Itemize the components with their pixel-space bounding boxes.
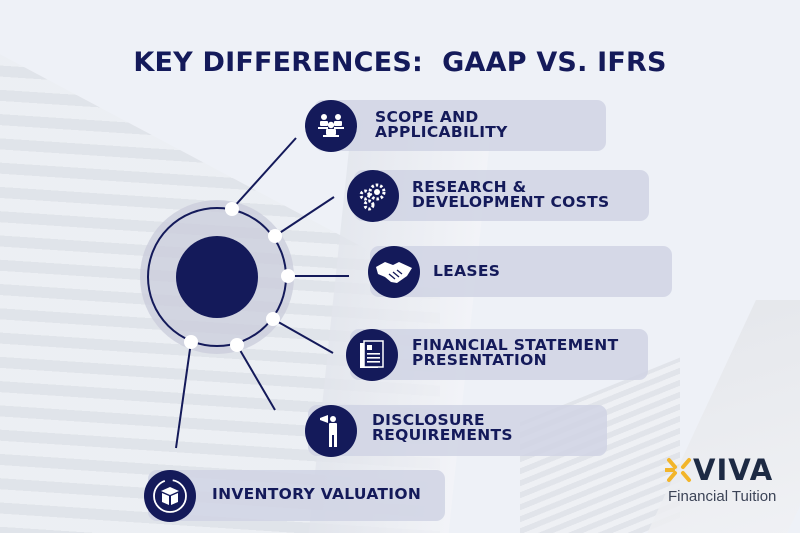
label-line1: DISCLOSURE: [372, 411, 485, 429]
label-line2: PRESENTATION: [412, 351, 547, 369]
handshake-icon: [368, 246, 420, 298]
gears-icon: [347, 170, 399, 222]
item-label-leases: LEASES: [433, 262, 501, 280]
item-label-financial-statement: FINANCIAL STATEMENT PRESENTATION: [412, 336, 619, 369]
card-financial-statement: [350, 329, 648, 380]
page-title: KEY DIFFERENCES: GAAP VS. IFRS: [133, 47, 667, 78]
label-line1: SCOPE AND: [375, 108, 479, 126]
megaphone-person-icon: [305, 405, 357, 457]
card-research-development: [354, 170, 649, 221]
label-line2: DEVELOPMENT COSTS: [412, 193, 610, 211]
logo-star-icon: [665, 458, 691, 482]
card-leases: [370, 246, 672, 297]
label-line1: FINANCIAL STATEMENT: [412, 336, 619, 354]
label-line2: APPLICABILITY: [375, 123, 508, 141]
card-scope-applicability: [314, 100, 606, 151]
item-label-inventory: INVENTORY VALUATION: [212, 485, 422, 503]
logo-name: VIVA: [693, 453, 774, 487]
card-disclosure: [308, 405, 607, 456]
label-line2: REQUIREMENTS: [372, 426, 513, 444]
people-meeting-icon: [305, 100, 357, 152]
item-label-disclosure: DISCLOSURE REQUIREMENTS: [372, 411, 513, 444]
item-label-scope: SCOPE AND APPLICABILITY: [375, 108, 508, 141]
document-icon: [346, 329, 398, 381]
connector-nodes: [184, 202, 295, 352]
connector-lines: [175, 137, 349, 449]
hub-center-circle: [176, 236, 258, 318]
item-label-research: RESEARCH & DEVELOPMENT COSTS: [412, 178, 610, 211]
logo-tagline: Financial Tuition: [668, 488, 777, 505]
label-line1: INVENTORY VALUATION: [212, 485, 422, 503]
label-line1: LEASES: [433, 262, 501, 280]
box-cycle-icon: [144, 470, 196, 522]
card-inventory-valuation: [148, 470, 445, 521]
label-line1: RESEARCH &: [412, 178, 527, 196]
